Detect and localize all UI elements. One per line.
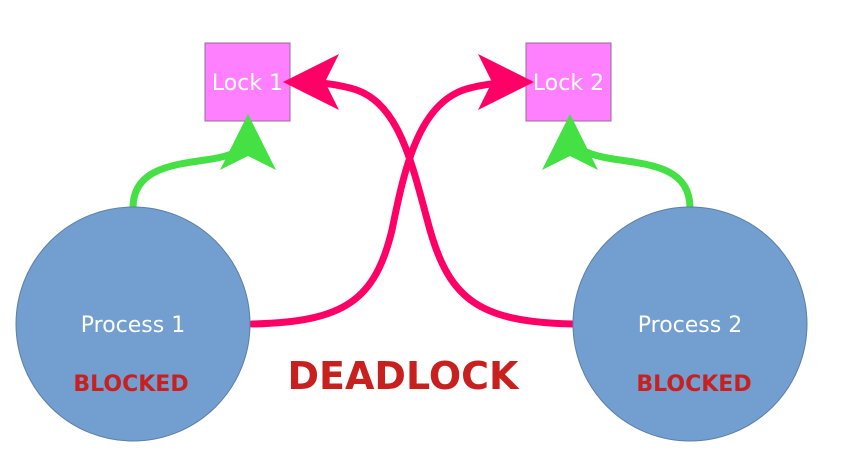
process-2-label: Process 2 [638,313,742,338]
lock-2-label: Lock 2 [533,71,604,96]
process-1: Process 1 BLOCKED [15,206,251,442]
process-2-circle [572,206,808,442]
lock-2-box [525,42,612,122]
process-1-waits-lock-2-arrow [248,54,534,328]
process-2: Process 2 BLOCKED [572,206,808,442]
lock-2: Lock 2 [525,42,612,122]
lock-1-label: Lock 1 [212,71,283,96]
process-2-waits-lock-1-arrow [283,54,577,328]
lock-1-box [204,42,291,122]
process-1-label: Process 1 [81,313,185,338]
process-1-circle [15,206,251,442]
process-2-holds-lock-2-arrow [542,114,694,212]
process-2-status: BLOCKED [636,372,751,397]
deadlock-title: DEADLOCK [288,354,521,398]
process-1-status: BLOCKED [73,372,188,397]
process-1-holds-lock-1-arrow [129,114,276,212]
lock-1: Lock 1 [204,42,291,122]
